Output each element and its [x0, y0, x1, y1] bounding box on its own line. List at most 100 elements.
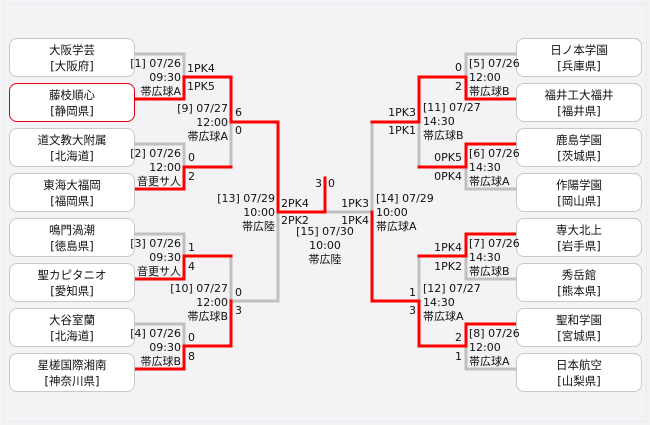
team-box[interactable]: 専大北上[岩手県] [516, 218, 642, 257]
score-bottom: 8 [188, 350, 195, 363]
score-top: 1PK4 [434, 241, 462, 254]
team-box[interactable]: 藤枝順心 [静岡県] [9, 83, 135, 122]
team-box[interactable]: 大谷室蘭 [北海道] [9, 308, 135, 347]
score-top: 0 [188, 151, 195, 164]
team-prefecture: [静岡県] [50, 104, 94, 118]
team-name: 聖カピタニオ [37, 268, 107, 282]
match-time: 12:00 [469, 341, 501, 354]
team-box[interactable]: 聖和学園 [宮城県] [516, 308, 642, 347]
match-time: 09:30 [149, 251, 181, 264]
match-time: 10:00 [376, 206, 408, 219]
team-box[interactable]: 鹿島学園[茨城県] [516, 128, 642, 167]
team-name: 藤枝順心 [49, 88, 95, 102]
match-number-date: [10] 07/27 [170, 282, 228, 295]
team-prefecture: [宮城県] [557, 329, 601, 343]
score-bottom: 2PK2 [281, 214, 309, 227]
team-prefecture: [北海道] [50, 329, 94, 343]
team-name: 作陽学園 [556, 178, 602, 192]
team-name: 日本航空 [556, 358, 602, 372]
team-prefecture: [山梨県] [557, 374, 601, 388]
match-number-date: [6] 07/26 [469, 147, 520, 160]
match-number-date: [14] 07/29 [376, 192, 434, 205]
match-venue: 帯広球B [469, 265, 510, 278]
team-box[interactable]: 聖カピタニオ [愛知県] [9, 263, 135, 302]
team-box[interactable]: 大阪学芸 [大阪府] [9, 38, 135, 77]
match-venue: 帯広球A [469, 175, 510, 188]
match-time: 09:30 [149, 341, 181, 354]
team-name: 星槎国際湘南 [37, 358, 107, 372]
match-number-date: [9] 07/27 [177, 102, 228, 115]
match-venue: 帯広球A [423, 310, 464, 323]
team-name: 道文教大附属 [37, 133, 107, 147]
score-top: 1PK3 [388, 106, 416, 119]
team-box[interactable]: 道文教大附属 [北海道] [9, 128, 135, 167]
match-venue: 帯広球A [469, 355, 510, 368]
match-venue: 音更サ人 [137, 175, 181, 188]
score-bottom: 4 [188, 260, 195, 273]
team-box[interactable]: 鳴門渦潮 [徳島県] [9, 218, 135, 257]
team-name: 秀岳館 [561, 268, 597, 282]
score-top: 1PK4 [187, 62, 215, 75]
team-name: 大阪学芸 [49, 43, 95, 57]
match-time: 14:30 [423, 296, 455, 309]
team-box[interactable]: 作陽学園 [岡山県] [516, 173, 642, 212]
team-name: 聖和学園 [556, 313, 602, 327]
team-name: 鳴門渦潮 [49, 223, 95, 237]
match-time: 10:00 [243, 206, 275, 219]
match-time: 14:30 [423, 115, 455, 128]
match-time: 10:00 [309, 239, 341, 252]
team-prefecture: [岡山県] [557, 194, 601, 208]
score-top: 0 [188, 331, 195, 344]
match-number-date: [7] 07/26 [469, 237, 520, 250]
team-prefecture: [福井県] [557, 104, 601, 118]
team-box[interactable]: 星槎国際湘南 [神奈川県] [9, 353, 135, 392]
match-number-date: [5] 07/26 [469, 57, 520, 70]
match-venue: 音更サ人 [137, 265, 181, 278]
team-box[interactable]: 東海大福岡[福岡県] [9, 173, 135, 212]
match-time: 14:30 [469, 251, 501, 264]
score-top: 0PK5 [434, 151, 462, 164]
score-bottom: 3 [409, 304, 416, 317]
match-number-date: [3] 07/26 [130, 237, 181, 250]
match-venue: 帯広球A [140, 85, 181, 98]
match-venue: 帯広陸 [308, 253, 342, 266]
match-number-date: [13] 07/29 [217, 192, 275, 205]
team-prefecture: [茨城県] [557, 149, 601, 163]
score-bottom: 1PK5 [187, 80, 215, 93]
match-venue: 帯広球B [423, 129, 464, 142]
team-prefecture: [神奈川県] [44, 374, 100, 388]
bracket-frame [3, 3, 647, 422]
score-bottom: 2 [455, 80, 462, 93]
team-name: 専大北上 [556, 223, 602, 237]
match-number-date: [1] 07/26 [130, 57, 181, 70]
final-score-right: 0 [328, 177, 335, 190]
team-box[interactable]: 秀岳館 [熊本県] [516, 263, 642, 302]
score-bottom: 2 [188, 170, 195, 183]
match-number-date: [11] 07/27 [423, 101, 481, 114]
score-bottom: 3 [235, 304, 242, 317]
score-bottom: 1PK4 [341, 214, 369, 227]
team-prefecture: [愛知県] [50, 284, 94, 298]
team-box[interactable]: 日本航空 [山梨県] [516, 353, 642, 392]
team-box[interactable]: 日ノ本学園[兵庫県] [516, 38, 642, 77]
score-top: 0 [235, 286, 242, 299]
team-prefecture: [兵庫県] [557, 59, 601, 73]
score-bottom: 0 [235, 124, 242, 137]
final-score-left: 3 [315, 177, 322, 190]
team-prefecture: [徳島県] [50, 239, 94, 253]
match-number-date: [15] 07/30 [296, 225, 354, 238]
match-venue: 帯広陸 [242, 220, 275, 233]
team-name: 東海大福岡 [43, 178, 101, 192]
team-prefecture: [大阪府] [50, 59, 94, 73]
team-prefecture: [北海道] [50, 149, 94, 163]
match-number-date: [8] 07/26 [469, 327, 520, 340]
match-time: 12:00 [196, 296, 228, 309]
score-top: 2PK4 [281, 197, 309, 210]
match-time: 12:00 [149, 161, 181, 174]
team-name: 大谷室蘭 [49, 313, 95, 327]
team-prefecture: [熊本県] [557, 284, 601, 298]
match-venue: 帯広球B [140, 355, 181, 368]
team-box[interactable]: 福井工大福井[福井県] [516, 83, 642, 122]
score-bottom: 1PK1 [388, 124, 416, 137]
match-time: 12:00 [196, 116, 228, 129]
